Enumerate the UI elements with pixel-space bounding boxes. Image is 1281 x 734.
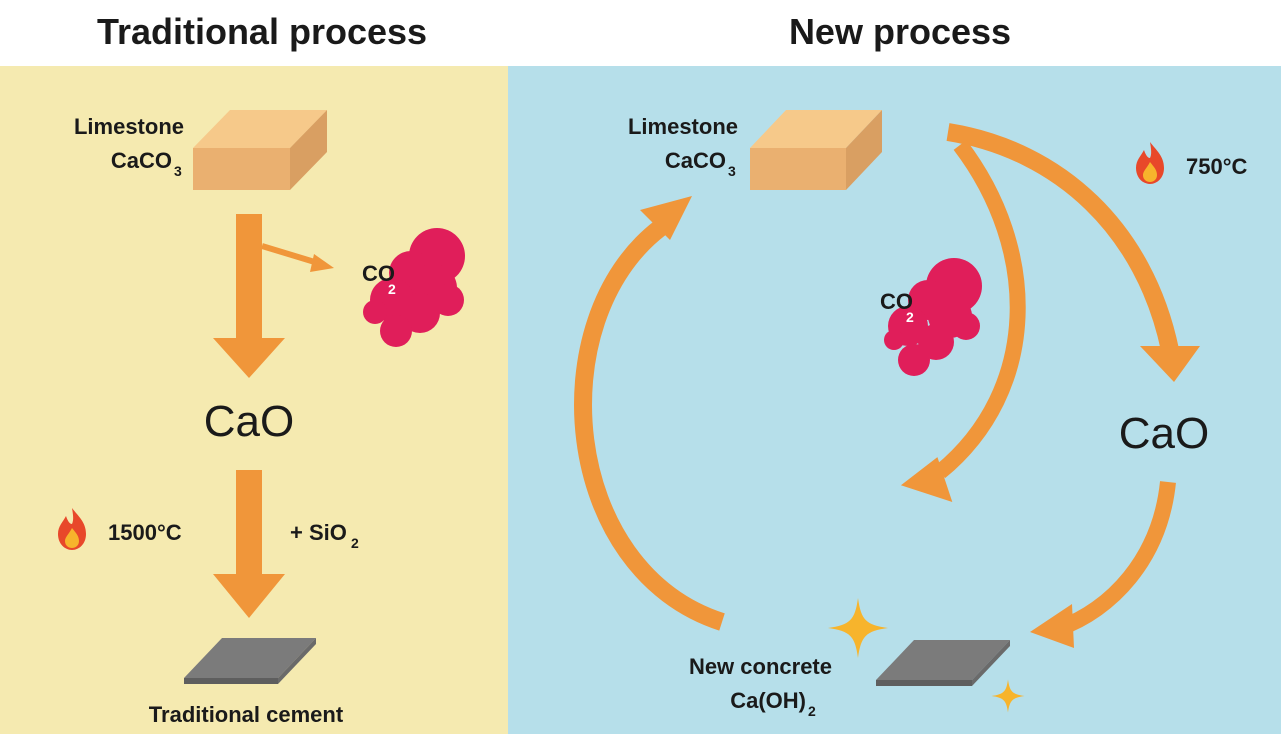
limestone-formula: CaCO bbox=[111, 148, 172, 173]
temperature-label: 750°C bbox=[1186, 154, 1248, 179]
arrow-to-co2 bbox=[261, 243, 334, 272]
additive-label: + SiO bbox=[290, 520, 347, 545]
cao-label: CaO bbox=[1119, 409, 1209, 458]
arrow-limestone-to-cao bbox=[213, 214, 285, 378]
traditional-title: Traditional process bbox=[97, 11, 427, 52]
new-process-panel bbox=[508, 66, 1281, 734]
co2-subscript: 2 bbox=[388, 281, 396, 297]
limestone-formula: CaCO bbox=[665, 148, 726, 173]
limestone-block-icon bbox=[750, 110, 882, 190]
new-process-title: New process bbox=[789, 11, 1011, 52]
temperature-label: 1500°C bbox=[108, 520, 182, 545]
limestone-formula-subscript: 3 bbox=[174, 163, 182, 179]
arrow-limestone-to-cao bbox=[946, 123, 1200, 382]
header-strip bbox=[0, 0, 1281, 66]
additive-subscript: 2 bbox=[351, 535, 359, 551]
limestone-label: Limestone bbox=[74, 114, 184, 139]
co2-label: CO bbox=[880, 289, 913, 314]
limestone-block-icon bbox=[193, 110, 327, 190]
cement-slab-icon bbox=[184, 638, 316, 684]
new-concrete-formula-subscript: 2 bbox=[808, 703, 816, 719]
co2-subscript: 2 bbox=[906, 309, 914, 325]
arrow-cao-to-cement bbox=[213, 470, 285, 618]
new-concrete-label: New concrete bbox=[689, 654, 832, 679]
traditional-cement-label: Traditional cement bbox=[149, 702, 344, 727]
co2-cloud-icon bbox=[884, 258, 982, 376]
concrete-slab-icon bbox=[876, 640, 1010, 686]
arrow-cao-to-concrete bbox=[1030, 481, 1176, 648]
co2-label: CO bbox=[362, 261, 395, 286]
new-concrete-formula: Ca(OH) bbox=[730, 688, 806, 713]
limestone-label: Limestone bbox=[628, 114, 738, 139]
arrow-concrete-to-limestone bbox=[574, 196, 725, 631]
co2-cloud-icon bbox=[363, 228, 465, 347]
cao-label: CaO bbox=[204, 397, 294, 446]
limestone-formula-subscript: 3 bbox=[728, 163, 736, 179]
arrow-co2-release bbox=[900, 140, 1026, 502]
